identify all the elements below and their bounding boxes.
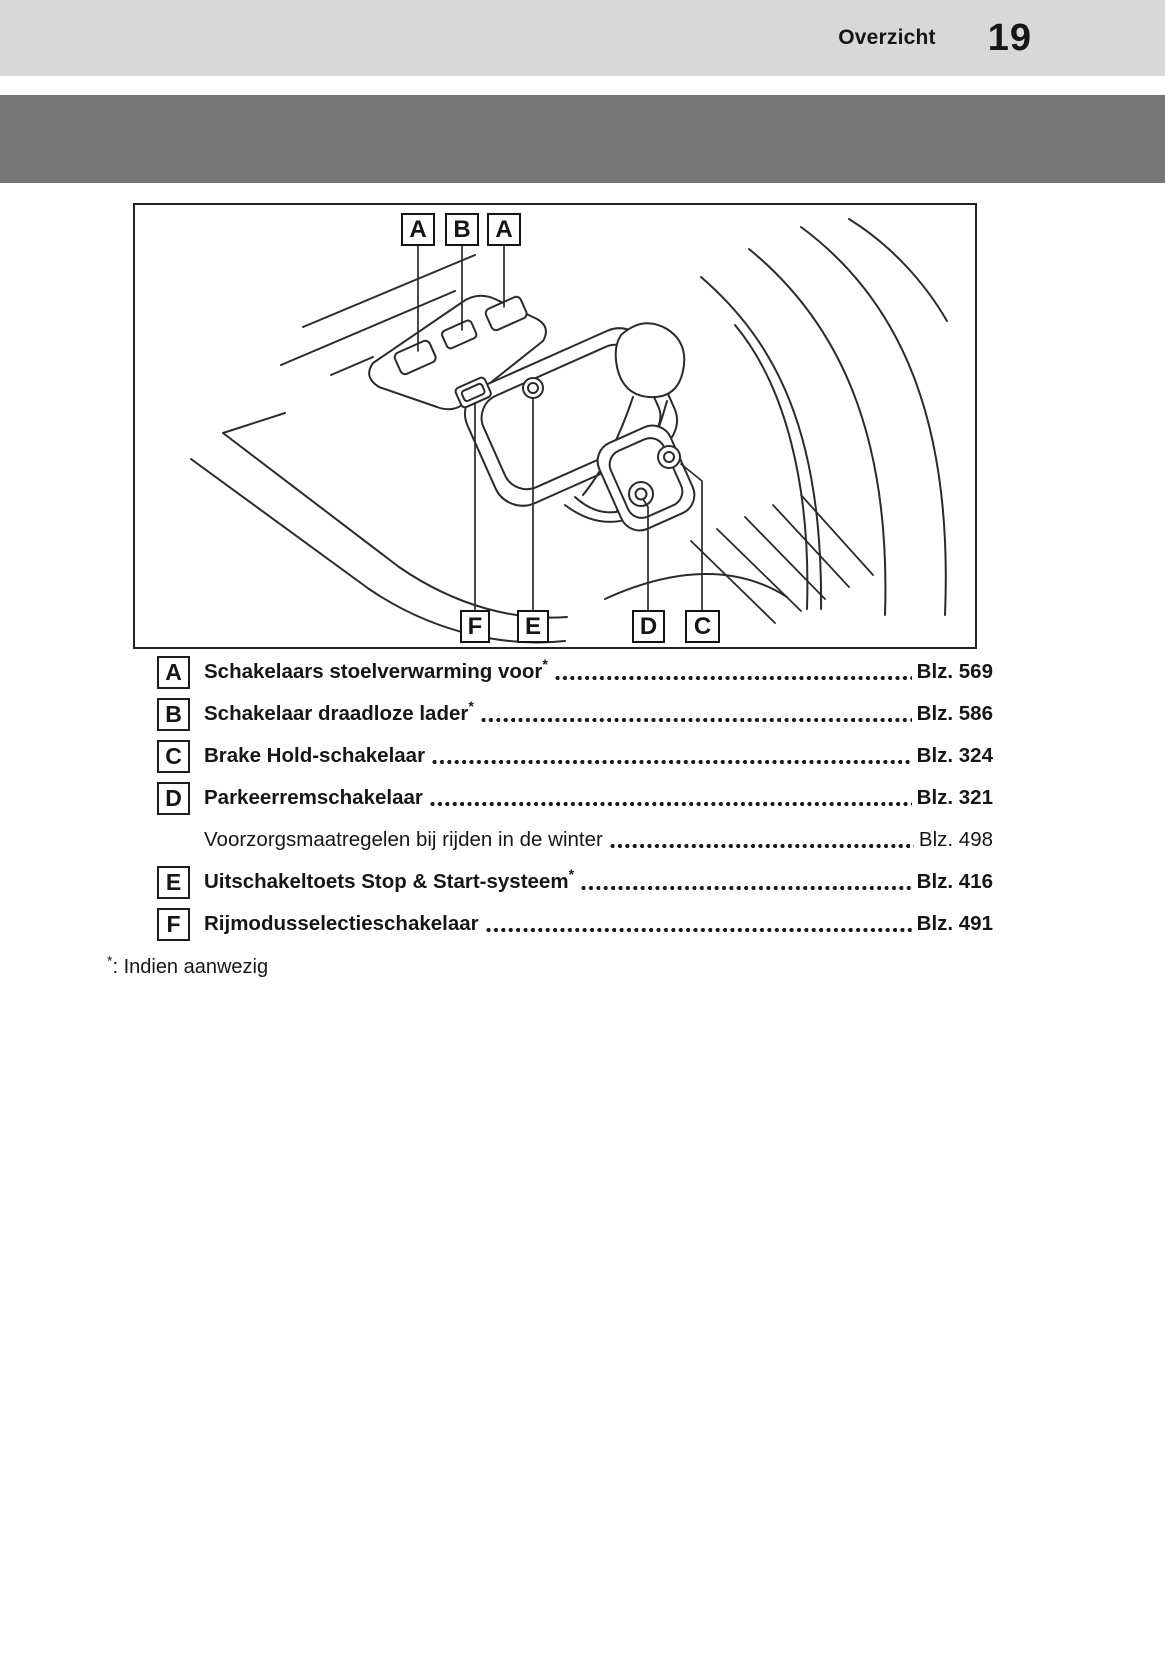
legend-page-a: Blz. 569 — [916, 660, 993, 683]
legend-row-a: A Schakelaars stoelverwarming voor* Blz.… — [157, 656, 993, 698]
legend-key-e: E — [157, 866, 190, 899]
console-figure: A B A F E D C — [133, 203, 977, 649]
brake-hold-button-face — [663, 451, 675, 463]
legend-row-b: B Schakelaar draadloze lader* Blz. 586 — [157, 698, 993, 740]
legend-row-winter: Voorzorgsmaatregelen bij rijden in de wi… — [157, 824, 993, 866]
legend-label-f: Rijmodusselectieschakelaar — [204, 912, 479, 935]
legend-key-a: A — [157, 656, 190, 689]
section-title: Overzicht — [838, 26, 936, 49]
parking-brake-switch-face — [634, 487, 648, 501]
brake-hold-button — [657, 445, 681, 469]
legend-row-d: D Parkeerremschakelaar Blz. 321 — [157, 782, 993, 824]
stop-start-cancel-button-face — [527, 382, 539, 394]
parking-brake-switch — [628, 481, 654, 507]
dot-leader — [609, 824, 914, 856]
legend-page-f: Blz. 491 — [916, 912, 993, 935]
legend-page-d: Blz. 321 — [916, 786, 993, 809]
hatch-lines — [690, 494, 874, 624]
callout-e: E — [517, 610, 549, 643]
legend-label-d: Parkeerremschakelaar — [204, 786, 423, 809]
callout-b: B — [445, 213, 479, 246]
callout-d: D — [632, 610, 665, 643]
drive-mode-button-face — [460, 382, 486, 402]
dashboard-lines — [280, 254, 476, 376]
page-number: 19 — [987, 16, 1032, 59]
dot-leader — [429, 782, 912, 814]
stop-start-cancel-button — [522, 377, 544, 399]
callout-a-left: A — [401, 213, 435, 246]
console-illustration — [190, 218, 948, 644]
footnote: *: Indien aanwezig — [107, 952, 268, 982]
legend-row-f: F Rijmodusselectieschakelaar Blz. 491 — [157, 908, 993, 950]
legend-label-c: Brake Hold-schakelaar — [204, 744, 426, 767]
callout-a-right: A — [487, 213, 521, 246]
callout-stems — [417, 245, 703, 611]
legend-label-e: Uitschakeltoets Stop & Start-systeem* — [204, 866, 575, 893]
legend-label-a: Schakelaars stoelverwarming voor* — [204, 656, 548, 683]
wireless-charger-switch — [441, 319, 478, 350]
dot-leader — [554, 656, 912, 688]
dot-leader — [485, 908, 912, 940]
legend-list: A Schakelaars stoelverwarming voor* Blz.… — [157, 656, 993, 950]
armrest-lines — [700, 218, 948, 616]
dot-leader — [581, 866, 912, 898]
legend-row-c: C Brake Hold-schakelaar Blz. 324 — [157, 740, 993, 782]
callout-f: F — [460, 610, 490, 643]
footnote-asterisk: * — [107, 952, 113, 969]
accent-band — [0, 95, 1165, 183]
legend-page-c: Blz. 324 — [916, 744, 993, 767]
legend-label-b: Schakelaar draadloze lader* — [204, 698, 474, 725]
legend-key-spacer — [157, 824, 204, 857]
legend-page-winter: Blz. 498 — [918, 828, 993, 851]
header-bar: Overzicht 19 — [0, 0, 1165, 76]
seat-heater-button-right — [484, 295, 528, 332]
legend-key-d: D — [157, 782, 190, 815]
legend-row-e: E Uitschakeltoets Stop & Start-systeem* … — [157, 866, 993, 908]
legend-label-winter: Voorzorgsmaatregelen bij rijden in de wi… — [204, 828, 603, 851]
legend-page-b: Blz. 586 — [916, 702, 993, 725]
dot-leader — [480, 698, 912, 730]
legend-key-c: C — [157, 740, 190, 773]
legend-key-b: B — [157, 698, 190, 731]
callout-c: C — [685, 610, 720, 643]
dot-leader — [432, 740, 912, 772]
seat-heater-button-left — [393, 339, 437, 376]
legend-key-f: F — [157, 908, 190, 941]
footnote-text: : Indien aanwezig — [112, 956, 269, 978]
legend-page-e: Blz. 416 — [916, 870, 993, 893]
